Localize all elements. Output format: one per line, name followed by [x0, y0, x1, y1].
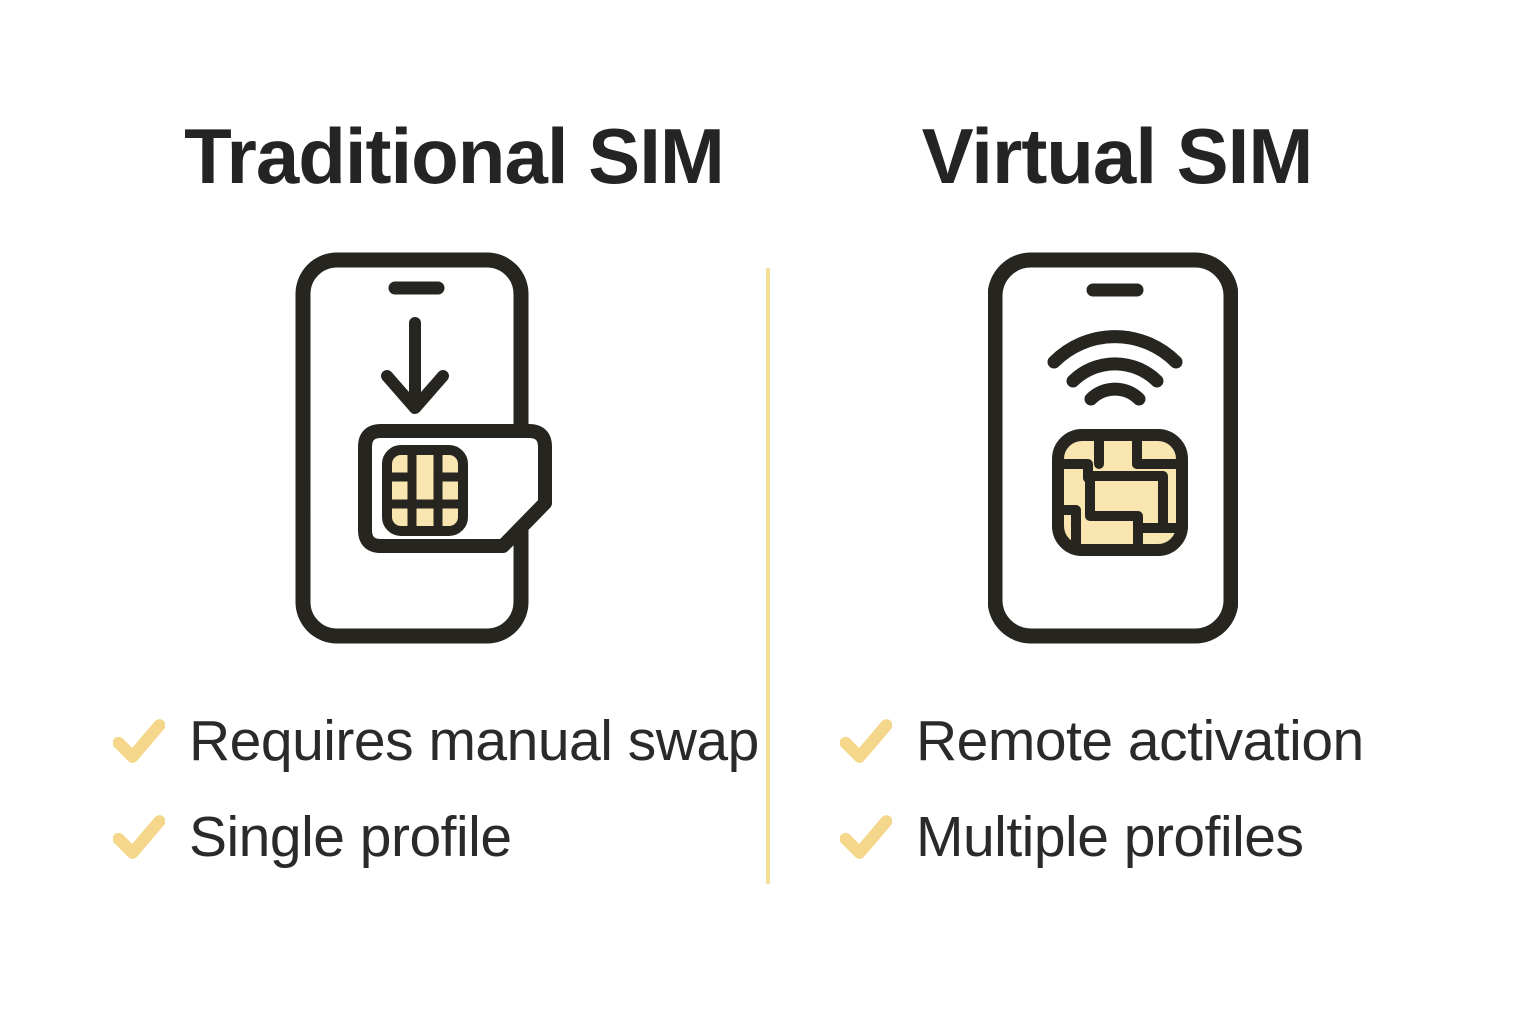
traditional-sim-illustration — [0, 252, 768, 644]
list-item: Single profile — [113, 802, 759, 872]
list-item: Remote activation — [840, 706, 1364, 776]
feature-label: Requires manual swap — [189, 708, 759, 773]
list-item: Requires manual swap — [113, 706, 759, 776]
virtual-sim-illustration — [768, 252, 1536, 644]
traditional-sim-column: Traditional SIM — [0, 112, 768, 898]
esim-chip-icon — [1052, 428, 1188, 556]
download-arrow-icon — [381, 316, 449, 414]
check-icon — [840, 815, 892, 859]
virtual-sim-column: Virtual SIM — [768, 0, 1536, 1024]
feature-label: Remote activation — [916, 708, 1364, 773]
check-icon — [113, 815, 165, 859]
feature-label: Single profile — [189, 804, 512, 869]
check-icon — [840, 719, 892, 763]
traditional-sim-title: Traditional SIM — [184, 112, 725, 200]
phone-sim-card-insert-icon — [295, 252, 552, 644]
column-divider — [766, 268, 770, 884]
virtual-sim-title: Virtual SIM — [921, 112, 1314, 200]
feature-label: Multiple profiles — [916, 804, 1304, 869]
virtual-sim-feature-list: Remote activation Multiple profiles — [840, 706, 1364, 898]
traditional-sim-feature-list: Requires manual swap Single profile — [113, 706, 759, 898]
phone-esim-wireless-icon — [988, 252, 1238, 644]
check-icon — [113, 719, 165, 763]
sim-chip-icon — [382, 444, 468, 536]
list-item: Multiple profiles — [840, 802, 1364, 872]
wifi-signal-icon — [1047, 330, 1183, 406]
